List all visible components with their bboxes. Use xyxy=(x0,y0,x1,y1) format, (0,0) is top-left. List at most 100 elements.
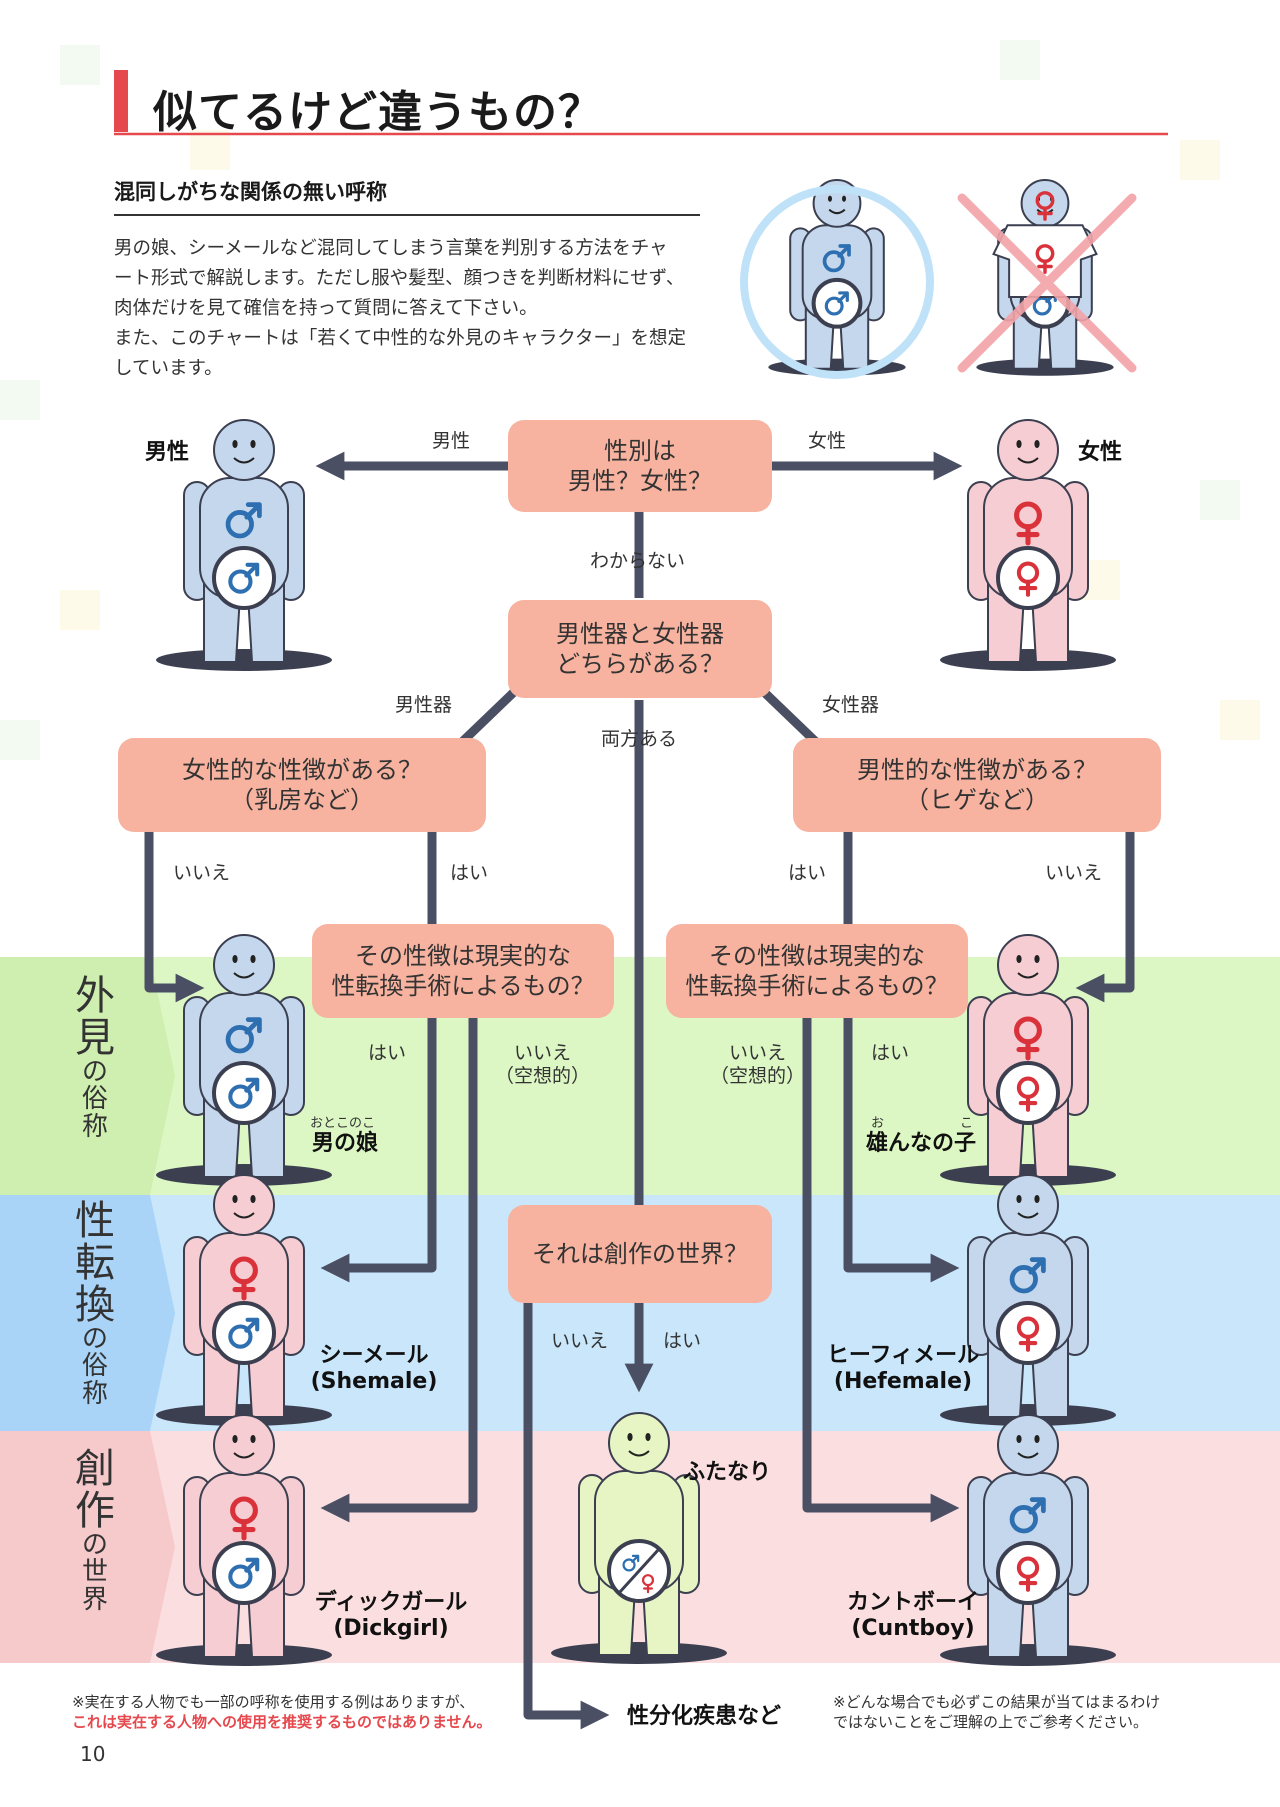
edge-label-line: （空想的） xyxy=(495,1064,591,1087)
title-accent-bar xyxy=(114,70,128,132)
ruby-onnanoko-2: こ xyxy=(960,1116,974,1131)
arrow-q6-no xyxy=(802,1017,960,1523)
arrow-q5-yes xyxy=(320,1017,437,1283)
female-symbol-icon xyxy=(1035,191,1055,221)
term-line: (Cuntboy) xyxy=(851,1616,975,1642)
arrow-q4-no xyxy=(1075,830,1135,1003)
question-line: その性徴は現実的な xyxy=(709,942,925,970)
question-line: 性転換手術によるもの？ xyxy=(685,972,949,1000)
band-label-fiction: 創 作 の 世 界 xyxy=(60,1448,130,1614)
question-fiction: それは創作の世界？ xyxy=(508,1205,772,1303)
arrow-q6-yes xyxy=(843,1017,960,1283)
term-line: (Dickgirl) xyxy=(333,1616,449,1642)
arrow-q7-intersex xyxy=(523,1300,610,1730)
male-symbol-icon xyxy=(622,1554,640,1572)
band-char: 俗 xyxy=(81,1351,108,1382)
question-line: 男性的な性徴がある？ xyxy=(857,756,1097,784)
term-futanari: ふたなり xyxy=(683,1460,772,1485)
male-symbol-icon xyxy=(225,502,262,539)
female-symbol-icon xyxy=(230,1256,258,1301)
question-line: 性別は xyxy=(604,437,676,465)
female-symbol-icon xyxy=(996,1541,1060,1605)
female-symbol-icon xyxy=(996,1301,1060,1365)
edge-label-female-organ: 女性器 xyxy=(822,694,880,716)
male-symbol-icon xyxy=(822,244,851,273)
note-line-warning: これは実在する人物への使用を推奨するものではありません。 xyxy=(72,1713,492,1731)
term-onnanoko: 雄んなの子 xyxy=(866,1131,977,1156)
intro-line: 男の娘、シーメールなど混同してしまう言葉を判別する方法をチャ xyxy=(114,238,668,259)
question-line: どちらがある？ xyxy=(556,650,724,678)
person-figure-icon xyxy=(976,179,1114,376)
person-figure-icon xyxy=(940,1174,1116,1426)
band-char: の xyxy=(81,1324,108,1354)
edge-label-both: 両方ある xyxy=(601,728,678,750)
edge-label-female: 女性 xyxy=(808,430,847,452)
page-title: 似てるけど違うもの？ xyxy=(153,87,603,138)
question-line: 男性器と女性器 xyxy=(556,620,724,648)
female-symbol-icon xyxy=(1035,244,1055,274)
intro-text: 男の娘、シーメールなど混同してしまう言葉を判別する方法をチャ ート形式で解説しま… xyxy=(114,234,714,384)
question-gender: 性別は 男性？女性？ xyxy=(508,420,772,512)
question-line: （乳房など） xyxy=(230,786,374,814)
edge-label-q5-no: いいえ （空想的） xyxy=(495,1042,590,1088)
male-symbol-icon xyxy=(811,277,863,329)
term-shemale: シーメール (Shemale) xyxy=(308,1343,440,1396)
edge-label-line: いいえ xyxy=(514,1042,572,1064)
male-female-symbol-icon xyxy=(607,1539,671,1603)
term-dickgirl: ディックガール (Dickgirl) xyxy=(306,1590,476,1643)
note-line: ※どんな場合でも必ずこの結果が当てはまるわけ xyxy=(833,1693,1161,1711)
edge-label-q5-yes: はい xyxy=(368,1042,407,1064)
note-line: ※実在する人物でも一部の呼称を使用する例はありますが、 xyxy=(72,1693,475,1711)
intro-line: ート形式で解説します。ただし服や髪型、顔つきを判断材料にせず、 xyxy=(114,268,685,289)
note-left: ※実在する人物でも一部の呼称を使用する例はありますが、 これは実在する人物への使… xyxy=(72,1692,492,1732)
band-char: 転 xyxy=(75,1240,115,1286)
person-figure-icon xyxy=(940,419,1116,671)
person-figure-icon xyxy=(940,934,1116,1186)
term-line: (Hefemale) xyxy=(833,1369,973,1395)
edge-label-line: （空想的） xyxy=(710,1064,806,1087)
arrow-q2-q3 xyxy=(458,688,518,746)
band-char: 作 xyxy=(75,1488,115,1534)
background-pattern xyxy=(0,40,1260,760)
note-line: ではないことをご理解の上でご参考ください。 xyxy=(833,1713,1149,1731)
term-line: (Shemale) xyxy=(310,1369,438,1395)
male-symbol-icon xyxy=(212,1301,276,1365)
question-male-traits: 男性的な性徴がある？ （ヒゲなど） xyxy=(793,738,1161,832)
note-right: ※どんな場合でも必ずこの結果が当てはまるわけ ではないことをご理解の上でご参考く… xyxy=(833,1692,1160,1732)
ruby-otokonoko: おとこのこ xyxy=(310,1116,376,1131)
question-genitals: 男性器と女性器 どちらがある？ xyxy=(508,600,772,698)
intro-line: しています。 xyxy=(114,358,223,379)
page-number: 10 xyxy=(80,1742,106,1766)
arrow-q3-no xyxy=(144,830,205,1003)
cross-mark-icon xyxy=(957,193,1137,373)
band-char: 換 xyxy=(75,1282,115,1328)
band-char: 称 xyxy=(81,1378,108,1409)
term-woman: 女性 xyxy=(1078,440,1123,465)
edge-label-q3-no: いいえ xyxy=(173,862,231,884)
band-label-appearance: 外 見 の 俗 称 xyxy=(60,975,130,1141)
question-line: （ヒゲなど） xyxy=(905,786,1049,814)
arrow-q5-no xyxy=(320,1017,478,1523)
edge-label-q7-no: いいえ xyxy=(551,1330,609,1352)
person-figure-icon xyxy=(156,1414,332,1666)
edge-label-q4-no: いいえ xyxy=(1045,862,1103,884)
question-line: それは創作の世界？ xyxy=(532,1240,748,1268)
male-symbol-icon xyxy=(1009,1497,1046,1534)
question-line: 性転換手術によるもの？ xyxy=(331,972,595,1000)
term-intersex: 性分化疾患など xyxy=(627,1704,782,1729)
person-figure-icon xyxy=(940,1414,1116,1666)
edge-label-q3-yes: はい xyxy=(450,862,489,884)
circle-mark-icon xyxy=(740,185,934,379)
band-char: 世 xyxy=(81,1557,108,1588)
male-symbol-icon xyxy=(212,1061,276,1125)
band-char: 性 xyxy=(75,1198,115,1244)
edge-label-q4-yes: はい xyxy=(788,862,827,884)
female-symbol-icon xyxy=(641,1574,655,1594)
band-char: の xyxy=(81,1530,108,1560)
band-char: 外 xyxy=(75,973,115,1019)
person-figure-icon xyxy=(768,179,906,376)
question-female-traits: 女性的な性徴がある？ （乳房など） xyxy=(118,738,486,832)
term-man: 男性 xyxy=(145,440,190,465)
band-char: の xyxy=(81,1057,108,1087)
edge-label-unknown: わからない xyxy=(590,550,686,572)
